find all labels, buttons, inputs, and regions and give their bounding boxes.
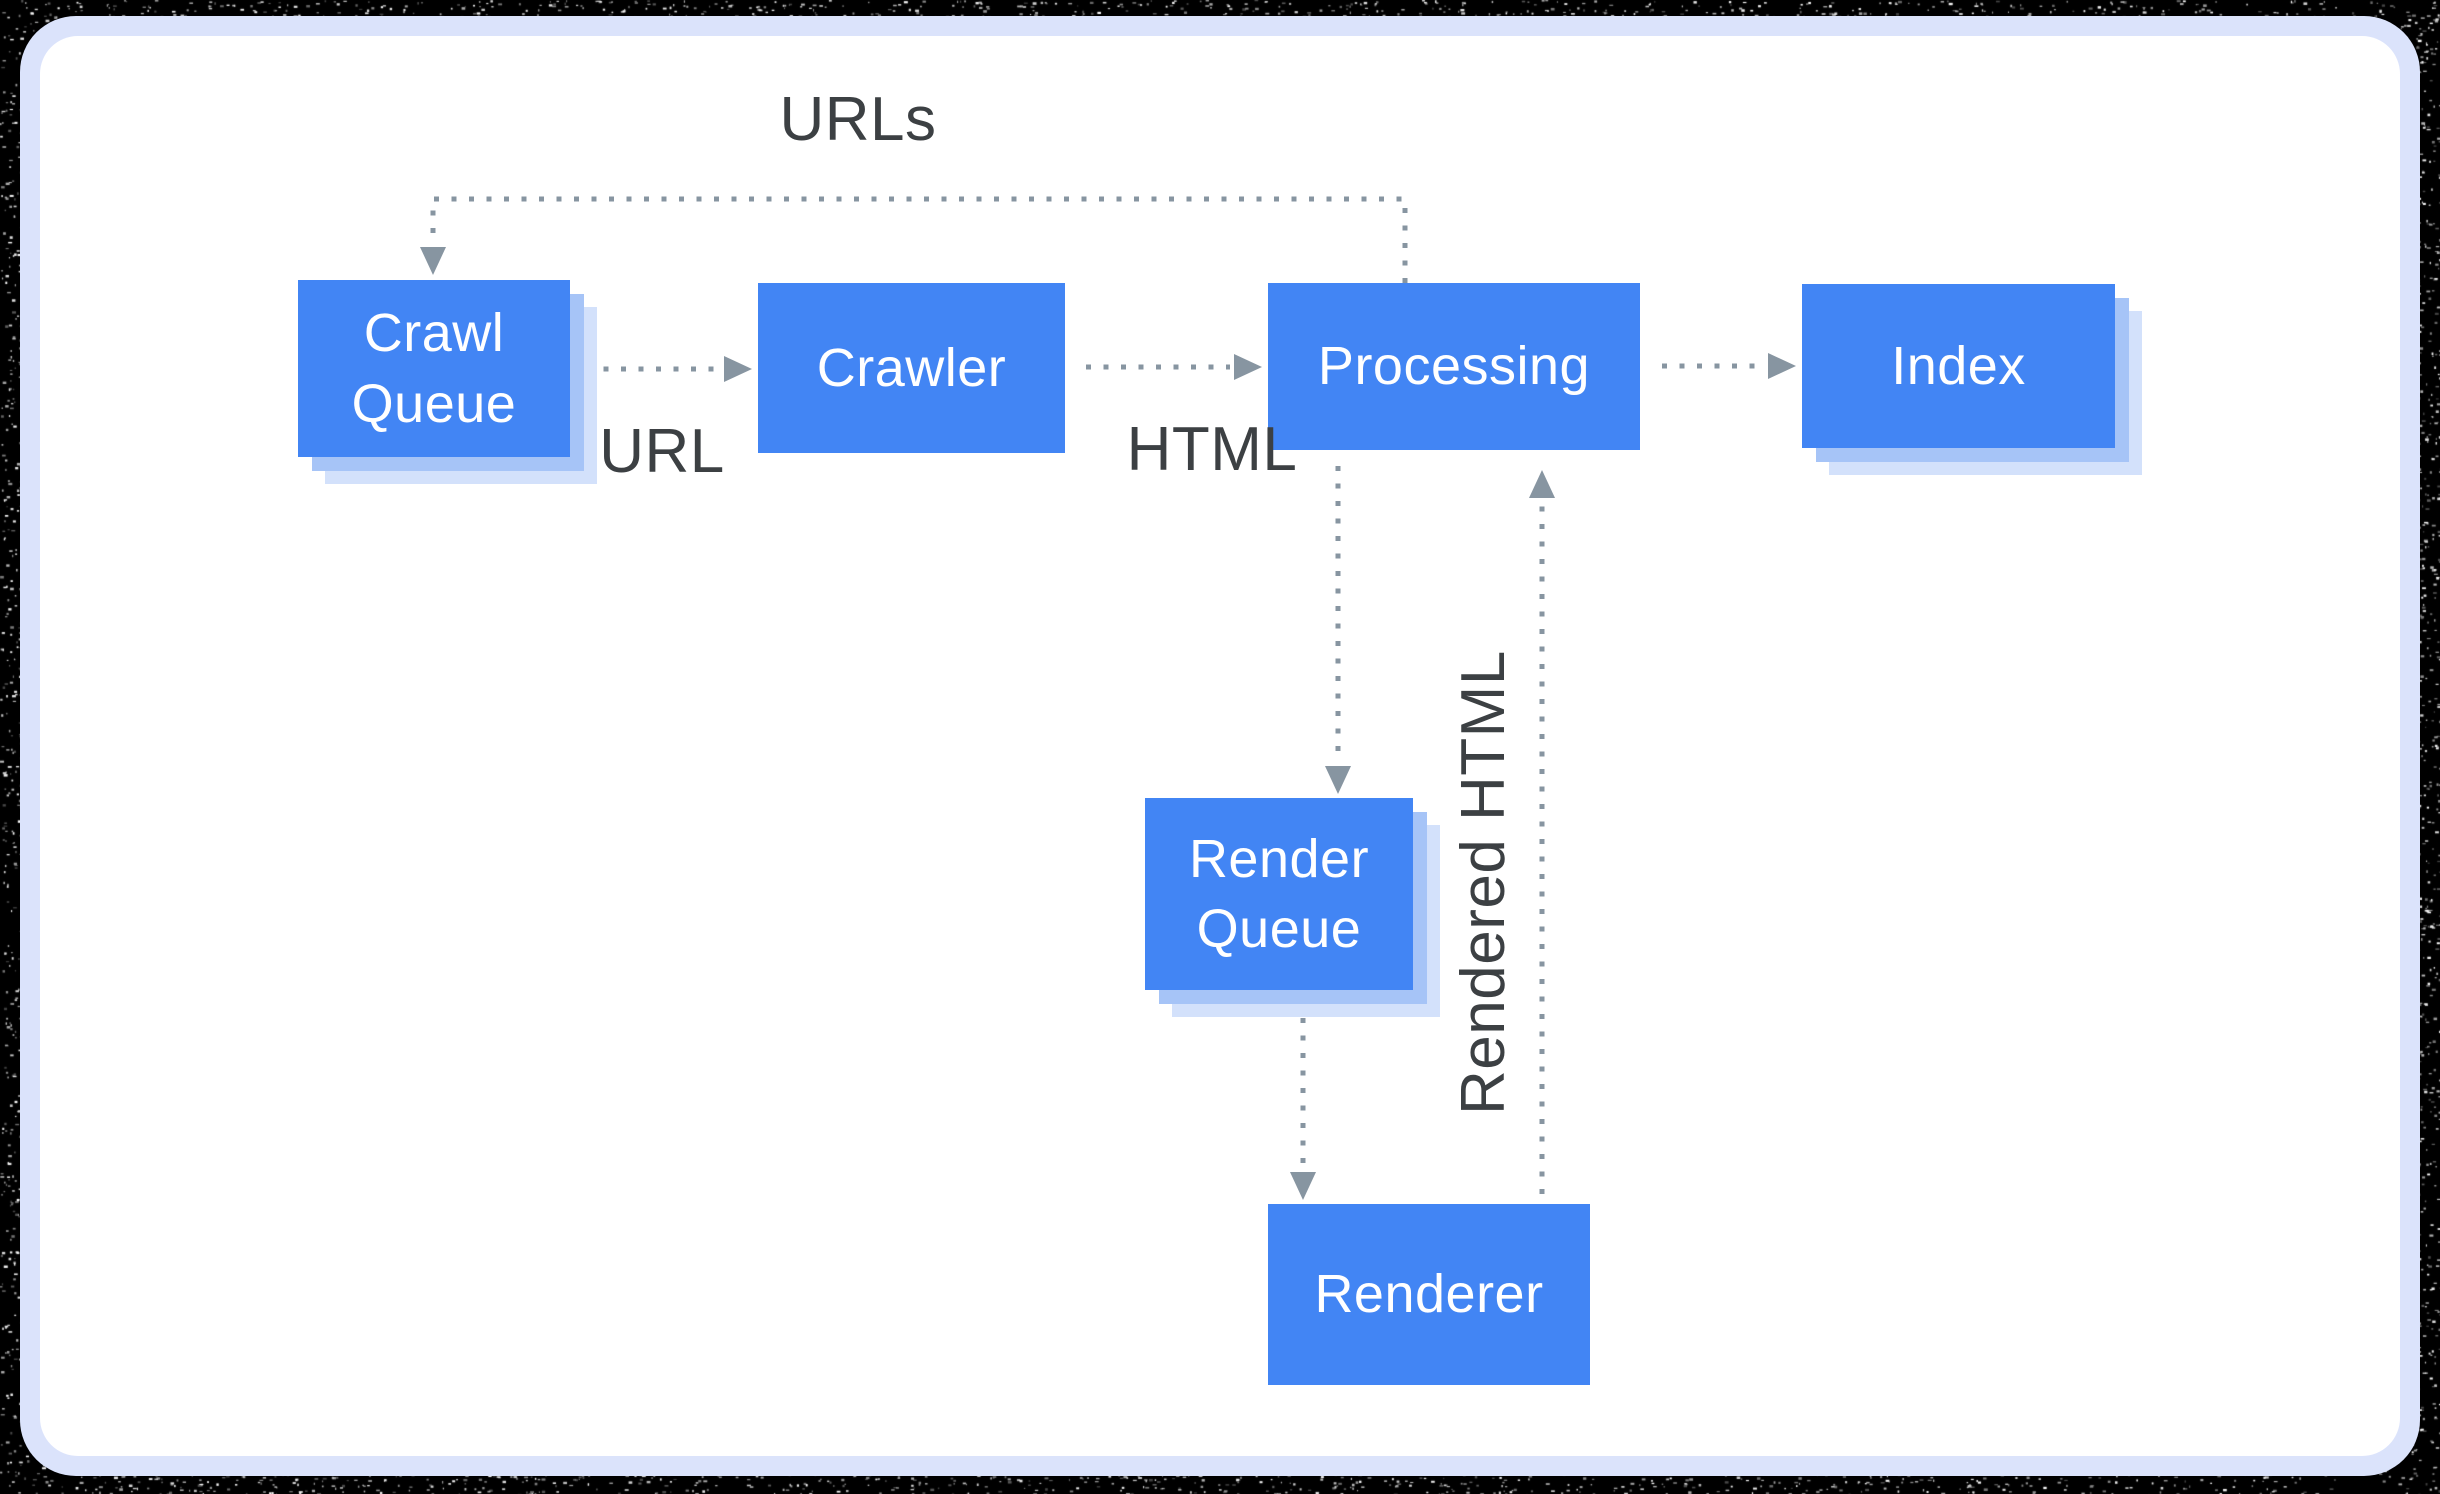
node-crawl-queue: Crawl Queue [298,280,570,457]
node-index-label: Index [1891,331,2026,401]
node-crawler-label: Crawler [817,333,1007,403]
node-render-queue: Render Queue [1145,798,1413,990]
diagram-card [40,36,2400,1456]
diagram-card-border [20,16,2420,1476]
edge-label-urls: URLs [779,84,936,155]
edge-label-url: URL [599,416,725,487]
edge-label-html: HTML [1127,414,1298,485]
node-processing: Processing [1268,283,1640,450]
node-crawler: Crawler [758,283,1065,453]
node-processing-label: Processing [1318,331,1590,401]
node-render-queue-label: Render Queue [1175,824,1383,964]
node-crawl-queue-label: Crawl Queue [338,298,530,438]
node-renderer-label: Renderer [1314,1259,1543,1329]
edge-label-rendered-html: Rendered HTML [1448,648,1519,1118]
node-renderer: Renderer [1268,1204,1590,1385]
node-index: Index [1802,284,2115,448]
